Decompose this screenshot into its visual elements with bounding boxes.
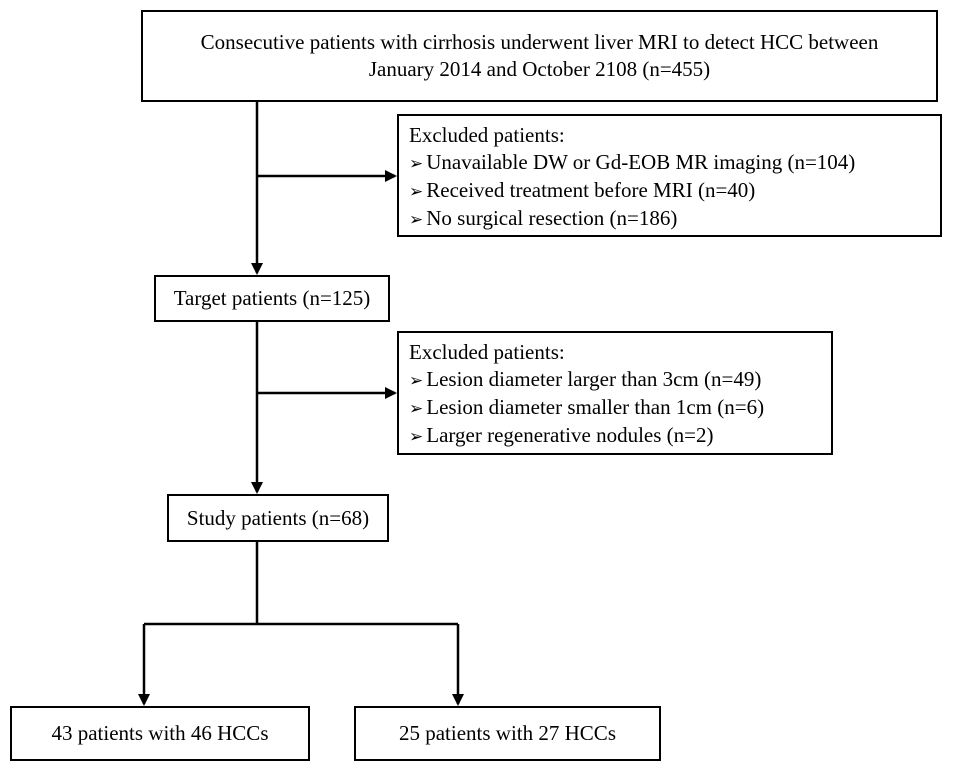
bullet-arrow-icon: ➢ bbox=[409, 154, 424, 173]
consecutive-line-1: Consecutive patients with cirrhosis unde… bbox=[200, 30, 879, 54]
study-patients-label: Study patients (n=68) bbox=[186, 505, 370, 530]
excluded-2-item-text: Lesion diameter smaller than 1cm (n=6) bbox=[426, 395, 765, 419]
group-a-box: 43 patients with 46 HCCs bbox=[10, 706, 310, 761]
bullet-arrow-icon: ➢ bbox=[409, 182, 424, 201]
excluded-2-item: ➢Lesion diameter smaller than 1cm (n=6) bbox=[409, 394, 831, 422]
group-b-box: 25 patients with 27 HCCs bbox=[354, 706, 661, 761]
excluded-2-heading: Excluded patients: bbox=[409, 340, 565, 364]
consecutive-patients-box: Consecutive patients with cirrhosis unde… bbox=[141, 10, 938, 102]
target-patients-box: Target patients (n=125) bbox=[154, 275, 390, 322]
group-a-label: 43 patients with 46 HCCs bbox=[51, 721, 269, 745]
target-patients-label: Target patients (n=125) bbox=[173, 286, 371, 310]
excluded-1-item-text: Received treatment before MRI (n=40) bbox=[426, 178, 756, 202]
excluded-2-item-text: Lesion diameter larger than 3cm (n=49) bbox=[426, 367, 762, 391]
bullet-arrow-icon: ➢ bbox=[409, 210, 424, 229]
excluded-1-item: ➢Received treatment before MRI (n=40) bbox=[409, 177, 940, 205]
bullet-arrow-icon: ➢ bbox=[409, 427, 424, 446]
bullet-arrow-icon: ➢ bbox=[409, 399, 424, 418]
excluded-1-heading: Excluded patients: bbox=[409, 123, 565, 147]
study-patients-box: Study patients (n=68) bbox=[167, 494, 389, 542]
excluded-2-item: ➢Larger regenerative nodules (n=2) bbox=[409, 422, 831, 450]
excluded-2-item: ➢Lesion diameter larger than 3cm (n=49) bbox=[409, 366, 831, 394]
group-b-label: 25 patients with 27 HCCs bbox=[398, 721, 616, 745]
excluded-patients-box-2: Excluded patients: ➢Lesion diameter larg… bbox=[397, 331, 833, 455]
excluded-2-item-text: Larger regenerative nodules (n=2) bbox=[426, 423, 714, 447]
excluded-1-item: ➢No surgical resection (n=186) bbox=[409, 205, 940, 233]
excluded-patients-box-1: Excluded patients: ➢Unavailable DW or Gd… bbox=[397, 114, 942, 237]
excluded-1-item-text: Unavailable DW or Gd-EOB MR imaging (n=1… bbox=[426, 150, 856, 174]
excluded-1-item-text: No surgical resection (n=186) bbox=[426, 206, 678, 230]
bullet-arrow-icon: ➢ bbox=[409, 371, 424, 390]
excluded-1-item: ➢Unavailable DW or Gd-EOB MR imaging (n=… bbox=[409, 149, 940, 177]
consecutive-line-2: January 2014 and October 2108 (n=455) bbox=[368, 57, 711, 81]
